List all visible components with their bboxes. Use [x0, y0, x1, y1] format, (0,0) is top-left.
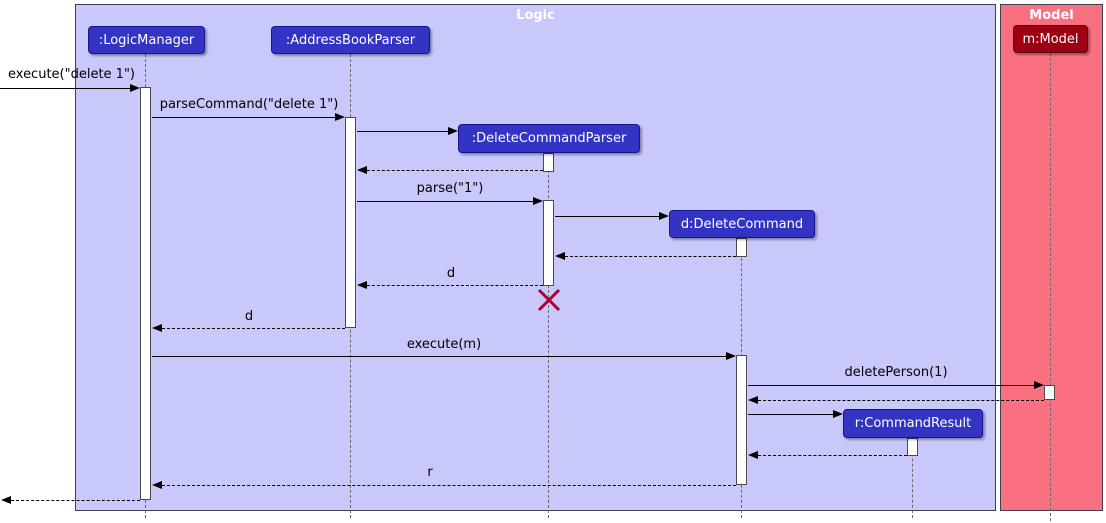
arrowhead-create-delete-command-parser [448, 127, 458, 135]
participant-delete-command-parser-label: :DeleteCommandParser [471, 131, 627, 146]
message-delete-person-label: deletePerson(1) [844, 365, 948, 380]
arrowhead-result-created [748, 451, 758, 459]
message-parse-command-label: parseCommand("delete 1") [159, 97, 339, 112]
arrowhead-execute-user [130, 84, 140, 92]
arrowhead-parser-created [357, 166, 367, 174]
lifeline-delete-command-parser [548, 155, 549, 518]
participant-logic-manager: :LogicManager [88, 26, 205, 54]
arrowhead-delete-person [1034, 381, 1044, 389]
message-parse-label: parse("1") [416, 181, 484, 196]
return-d-to-manager-label: d [244, 309, 254, 324]
activation-command-result [907, 438, 918, 456]
message-create-command-result-line [748, 414, 835, 415]
message-execute-user-label: execute("delete 1") [8, 67, 136, 82]
activation-delete-command-create [736, 238, 747, 257]
arrowhead-parse [533, 197, 543, 205]
frame-logic-title: Logic [516, 8, 555, 23]
arrowhead-return-final [1, 496, 11, 504]
arrowhead-command-created [555, 252, 565, 260]
arrowhead-create-delete-command [659, 212, 669, 220]
return-d-to-parser-label: d [446, 266, 456, 281]
arrowhead-create-command-result [833, 410, 843, 418]
frame-logic: Logic [75, 4, 996, 511]
participant-model: m:Model [1013, 25, 1088, 53]
return-r-line [162, 485, 736, 486]
message-create-delete-command-parser-line [357, 131, 450, 132]
arrowhead-parse-command [335, 113, 345, 121]
participant-delete-command: d:DeleteCommand [669, 210, 815, 238]
return-r-label: r [427, 465, 433, 480]
return-final-line [11, 500, 140, 501]
arrowhead-return-r [152, 481, 162, 489]
activation-model [1044, 385, 1055, 400]
arrowhead-execute-m [726, 352, 736, 360]
arrowhead-from-model [748, 396, 758, 404]
frame-model: Model [1000, 4, 1103, 511]
activation-logic-manager [140, 87, 151, 500]
participant-address-book-parser: :AddressBookParser [271, 26, 430, 54]
message-parse-line [357, 201, 535, 202]
return-d-to-manager-line [162, 328, 345, 329]
message-execute-user-line [0, 88, 132, 89]
arrowhead-d-to-parser [357, 281, 367, 289]
participant-command-result-label: r:CommandResult [854, 416, 972, 431]
message-delete-person-line [748, 385, 1038, 386]
message-execute-m-line [152, 356, 730, 357]
return-from-model-line [758, 400, 1044, 401]
activation-address-book-parser [345, 117, 356, 328]
participant-model-label: m:Model [1022, 31, 1079, 47]
message-execute-m-label: execute(m) [406, 337, 482, 352]
destroy-icon [537, 288, 561, 312]
activation-delete-command-parser-parse [543, 200, 554, 286]
return-parser-created-line [367, 170, 543, 171]
activation-delete-command-parser-create [543, 153, 554, 172]
participant-command-result: r:CommandResult [843, 409, 983, 438]
return-d-to-parser-line [367, 285, 543, 286]
return-result-created-line [758, 455, 907, 456]
activation-delete-command-execute [736, 355, 747, 485]
message-create-delete-command-line [555, 216, 661, 217]
lifeline-model [1050, 53, 1051, 521]
frame-model-title: Model [1029, 8, 1074, 23]
arrowhead-d-to-manager [152, 324, 162, 332]
lifeline-command-result [912, 438, 913, 518]
participant-delete-command-parser: :DeleteCommandParser [458, 124, 640, 153]
participant-delete-command-label: d:DeleteCommand [680, 216, 804, 232]
return-command-created-line [565, 256, 736, 257]
participant-address-book-parser-label: :AddressBookParser [285, 32, 416, 48]
participant-logic-manager-label: :LogicManager [98, 32, 195, 48]
message-parse-command-line [152, 117, 337, 118]
